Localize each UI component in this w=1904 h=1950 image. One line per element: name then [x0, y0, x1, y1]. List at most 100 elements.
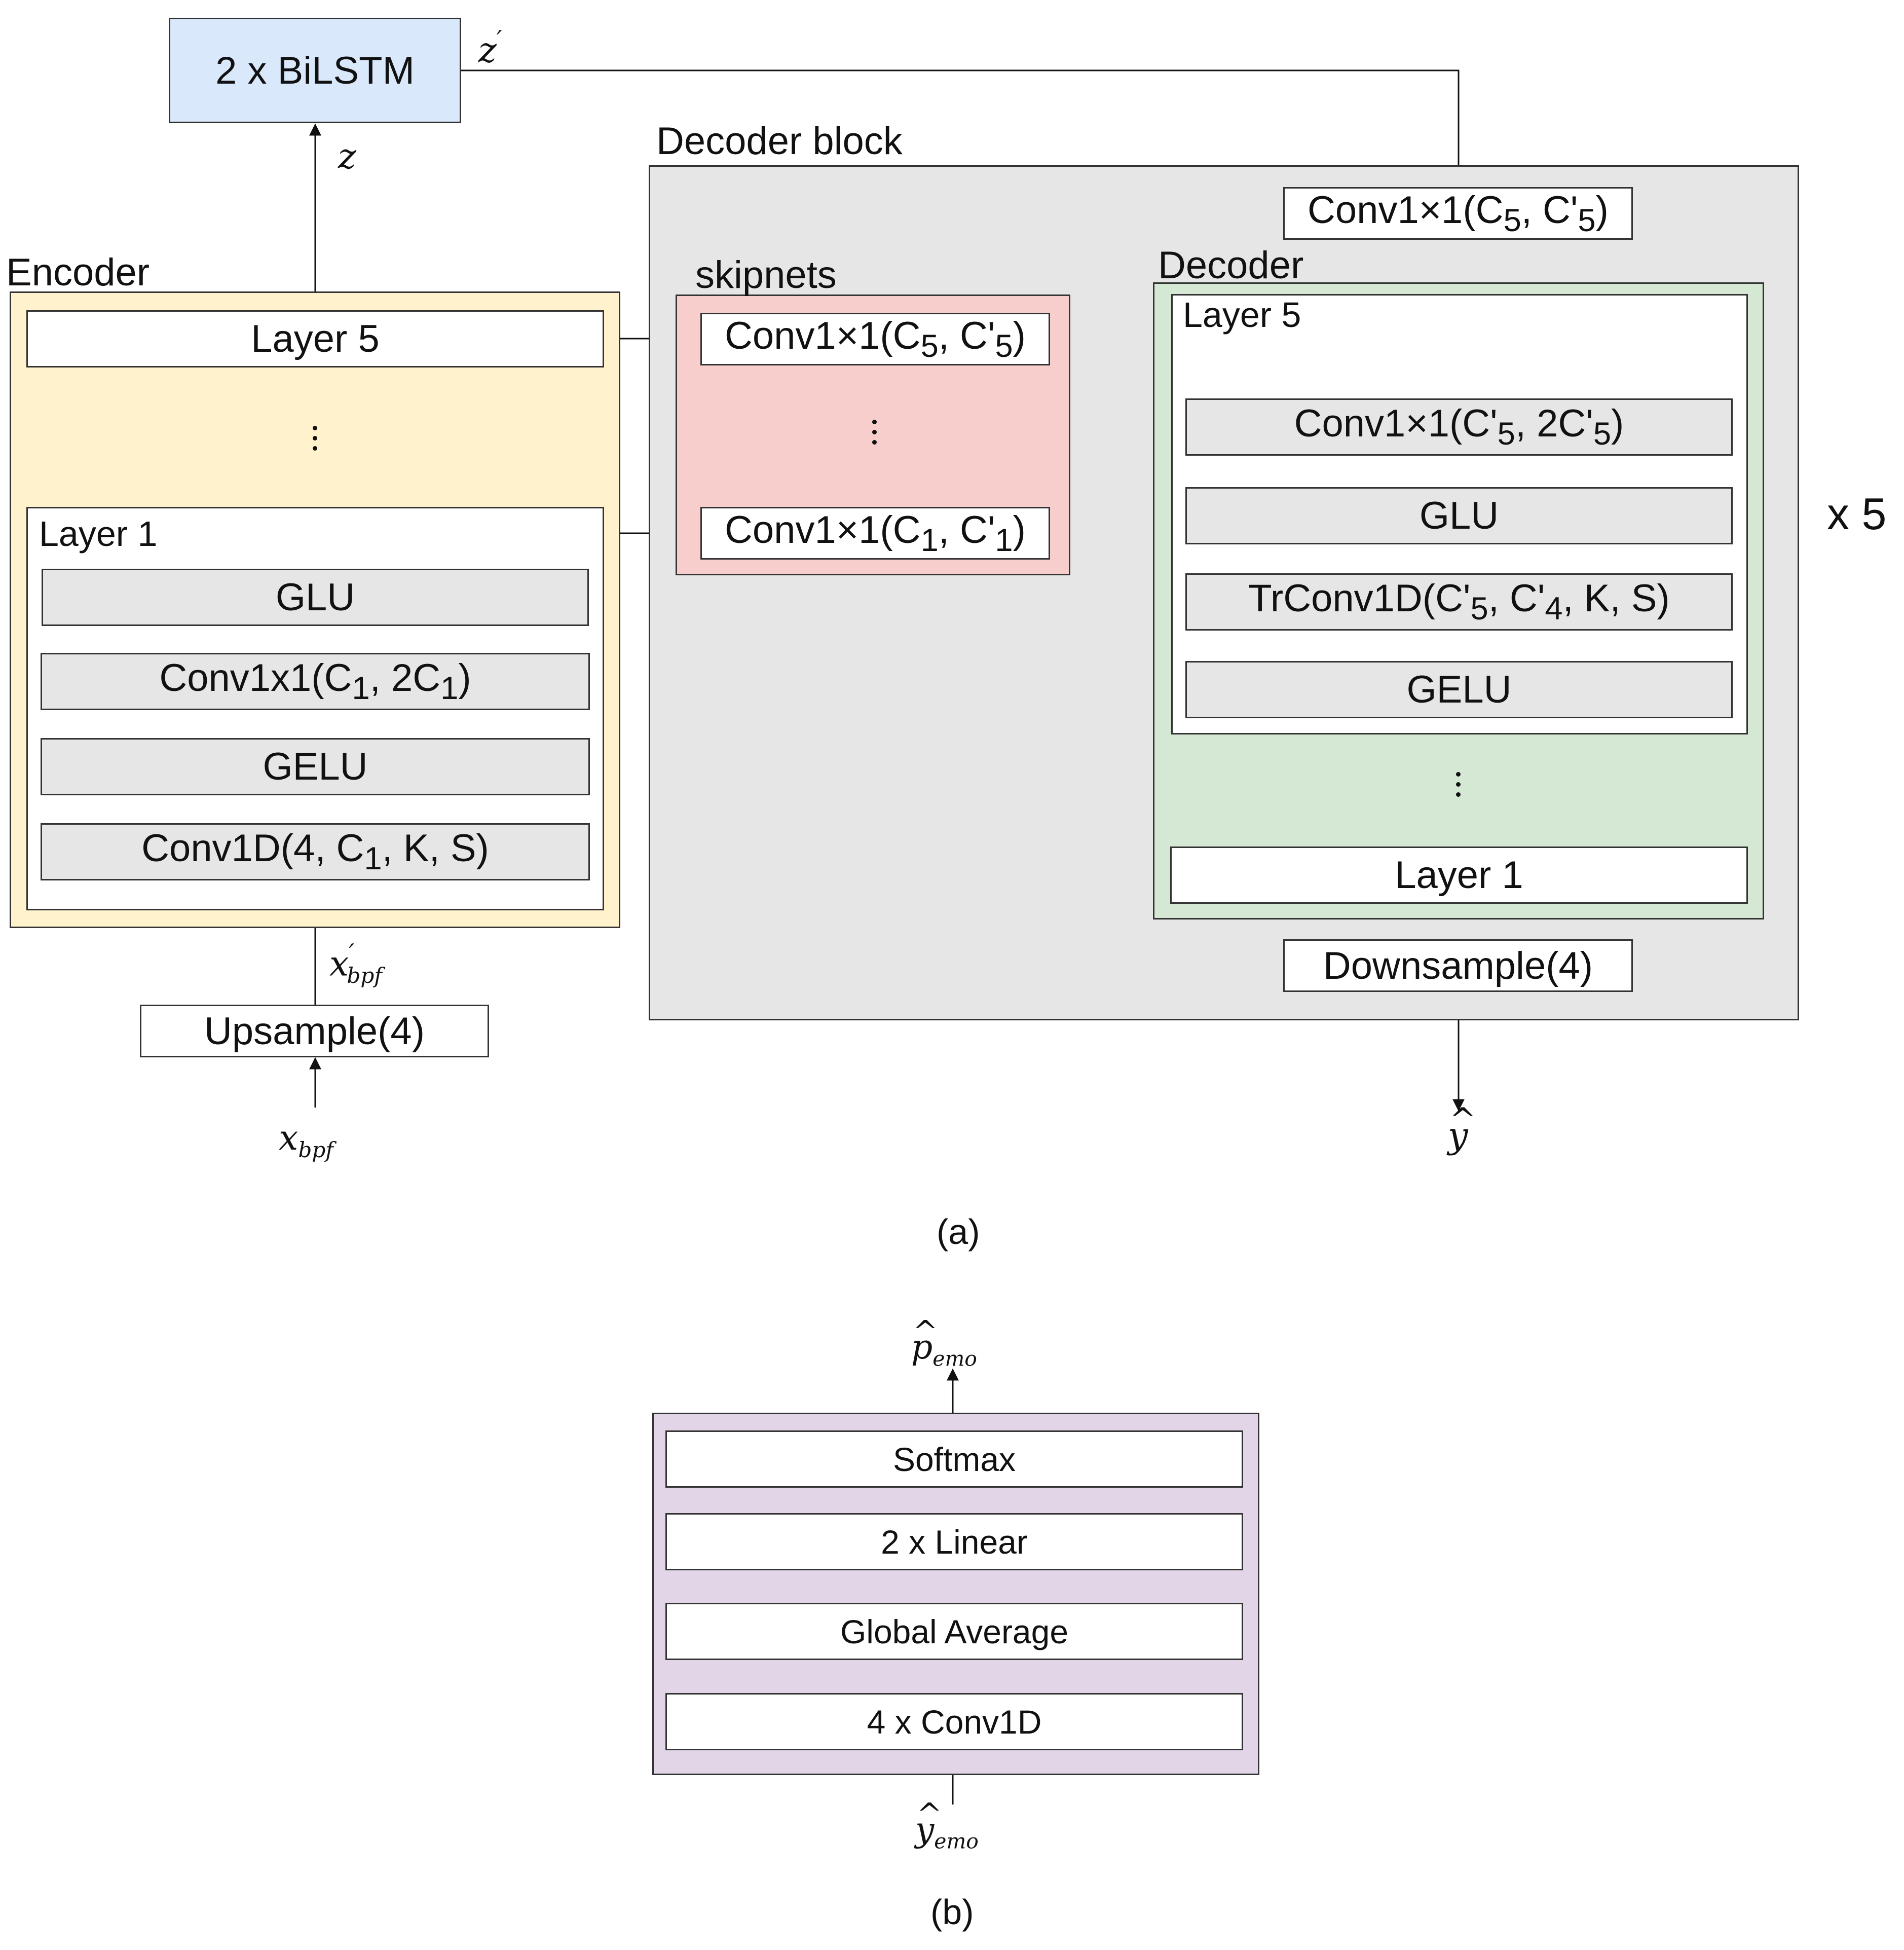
z-prime-mark: ′ — [496, 26, 502, 54]
decoder-gelu: GELU — [1185, 661, 1733, 718]
decoder-layer1-label: Layer 1 — [1395, 854, 1523, 897]
decoder-top-conv-text: Conv1×1(C — [1308, 188, 1504, 232]
decoder-top-conv: Conv1×1(C5, C'5) — [1283, 187, 1633, 240]
decoder-layer1: Layer 1 — [1170, 847, 1748, 904]
decoder-top-conv-label: Conv1×1(C5, C'5) — [1308, 188, 1609, 239]
encoder-conv1x1-sub: 1 — [352, 671, 370, 707]
encoder-ellipsis — [311, 426, 318, 456]
skipnet-conv1-sub: 1 — [995, 523, 1013, 559]
repeat-label: x 5 — [1827, 489, 1887, 539]
skipnets-ellipsis — [871, 420, 878, 450]
x-bpf-sub: bpf — [298, 1137, 333, 1162]
skipnet-conv1-sub: 1 — [920, 523, 939, 559]
encoder-conv1x1-text-mid: , 2C — [369, 656, 441, 700]
encoder-gelu-label: GELU — [263, 745, 368, 788]
x-bpf-prime-label: x′bpf — [329, 941, 382, 986]
skipnet-conv5-text-post: ) — [1013, 314, 1026, 357]
p-emo-sub: emo — [932, 1346, 977, 1371]
encoder-conv1d: Conv1D(4, C1, K, S) — [41, 823, 590, 880]
skipnet-conv5-label: Conv1×1(C5, C'5) — [725, 314, 1026, 364]
global-average-block: Global Average — [665, 1603, 1243, 1660]
arrow-bilstm-to-top-conv — [461, 69, 1465, 188]
decoder-conv1x1-sub: 5 — [1593, 416, 1612, 452]
decoder-glu-label: GLU — [1419, 494, 1499, 537]
y-emo-letter: y — [915, 1799, 942, 1847]
skipnet-conv5-sub: 5 — [995, 328, 1013, 364]
bilstm-block: 2 x BiLSTM — [169, 18, 461, 123]
encoder-layer1-title: Layer 1 — [39, 514, 158, 554]
global-average-label: Global Average — [840, 1612, 1069, 1650]
encoder-conv1d-label: Conv1D(4, C1, K, S) — [141, 826, 489, 877]
decoder-trconv1d-label: TrConv1D(C'5, C'4, K, S) — [1248, 576, 1669, 627]
decoder-trconv1d-sub: 5 — [1470, 591, 1488, 627]
y-hat-label: y — [1448, 1103, 1476, 1153]
skipnet-conv1: Conv1×1(C1, C'1) — [700, 507, 1050, 560]
encoder-conv1x1-sub: 1 — [440, 671, 459, 707]
decoder-top-conv-text-mid: , C' — [1521, 188, 1578, 232]
encoder-conv1x1: Conv1x1(C1, 2C1) — [41, 653, 590, 710]
skipnet-conv1-text-post: ) — [1013, 508, 1026, 551]
softmax-block: Softmax — [665, 1430, 1243, 1488]
caption-a: (a) — [937, 1212, 980, 1252]
y-emo-sub: emo — [934, 1829, 979, 1854]
skipnet-conv5-text-mid: , C' — [938, 314, 995, 357]
decoder-block-title: Decoder block — [656, 120, 903, 163]
z-prime-letter: z — [478, 30, 497, 71]
skipnets-title: skipnets — [695, 253, 837, 297]
decoder-title: Decoder — [1158, 244, 1304, 287]
encoder-gelu: GELU — [41, 738, 590, 795]
encoder-conv1d-text-post: , K, S) — [382, 827, 489, 870]
x-bpf-prime-mark: ′ — [349, 939, 355, 967]
decoder-conv1x1: Conv1×1(C'5, 2C'5) — [1185, 398, 1733, 456]
linear-block: 2 x Linear — [665, 1513, 1243, 1570]
classifier-conv1d-block: 4 x Conv1D — [665, 1693, 1243, 1750]
encoder-conv1x1-text: Conv1x1(C — [159, 656, 352, 700]
decoder-top-conv-sub: 5 — [1578, 203, 1596, 239]
decoder-glu: GLU — [1185, 487, 1733, 544]
encoder-conv1d-text: Conv1D(4, C — [141, 827, 364, 870]
z-label: z — [338, 140, 356, 174]
encoder-glu-label: GLU — [275, 576, 355, 619]
skipnet-conv1-text: Conv1×1(C — [725, 508, 921, 551]
caption-b: (b) — [930, 1892, 974, 1932]
skipnet-conv5: Conv1×1(C5, C'5) — [700, 313, 1050, 365]
decoder-conv1x1-text: Conv1×1(C' — [1294, 402, 1498, 446]
downsample-label: Downsample(4) — [1323, 944, 1593, 987]
encoder-conv1x1-text-post: ) — [458, 656, 471, 700]
decoder-trconv1d-text-mid: , C' — [1488, 577, 1545, 620]
downsample-block: Downsample(4) — [1283, 939, 1633, 992]
z-prime-label: z′ — [478, 28, 502, 68]
x-bpf-letter: x — [279, 1118, 298, 1158]
y-hat-letter: y — [1448, 1103, 1476, 1153]
decoder-top-conv-text-post: ) — [1595, 188, 1609, 232]
encoder-conv1d-sub: 1 — [364, 841, 382, 877]
linear-label: 2 x Linear — [881, 1523, 1028, 1561]
skipnet-conv5-text: Conv1×1(C — [725, 314, 921, 357]
skipnet-conv1-text-mid: , C' — [938, 508, 995, 551]
decoder-conv1x1-sub: 5 — [1497, 416, 1515, 452]
decoder-conv1x1-text-post: ) — [1611, 402, 1624, 446]
decoder-layer5-title: Layer 5 — [1183, 295, 1301, 335]
z-letter: z — [338, 137, 356, 177]
x-bpf-prime-letter: x — [329, 944, 349, 984]
encoder-title: Encoder — [6, 251, 150, 294]
decoder-trconv1d-sub: 4 — [1545, 591, 1563, 627]
decoder-trconv1d-text-post: , K, S) — [1562, 577, 1670, 620]
bilstm-label: 2 x BiLSTM — [215, 49, 415, 92]
decoder-top-conv-sub: 5 — [1503, 203, 1521, 239]
softmax-label: Softmax — [892, 1440, 1016, 1478]
upsample-label: Upsample(4) — [204, 1009, 425, 1053]
decoder-conv1x1-label: Conv1×1(C'5, 2C'5) — [1294, 401, 1624, 452]
decoder-trconv1d-text: TrConv1D(C' — [1248, 577, 1471, 620]
classifier-conv1d-label: 4 x Conv1D — [867, 1703, 1042, 1741]
skipnet-conv1-label: Conv1×1(C1, C'1) — [725, 508, 1026, 559]
y-emo-label: yemo — [915, 1799, 979, 1854]
encoder-layer5-label: Layer 5 — [251, 317, 380, 360]
x-bpf-label: xbpf — [279, 1121, 333, 1161]
decoder-ellipsis — [1454, 772, 1462, 802]
encoder-glu: GLU — [42, 569, 589, 626]
upsample-block: Upsample(4) — [140, 1005, 489, 1057]
skipnet-conv5-sub: 5 — [920, 328, 939, 364]
encoder-conv1x1-label: Conv1x1(C1, 2C1) — [159, 656, 471, 707]
decoder-gelu-label: GELU — [1406, 668, 1512, 711]
